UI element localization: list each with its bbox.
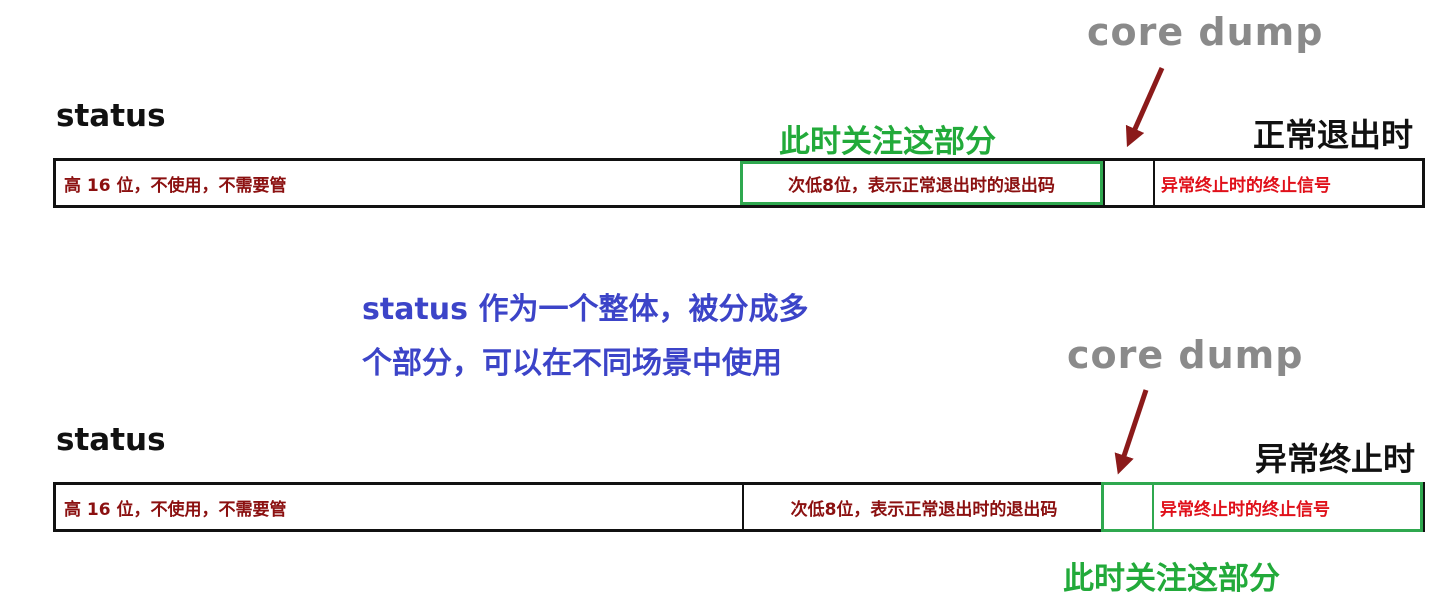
bottom-status-label: status — [56, 422, 166, 458]
bottom-focus-label: 此时关注这部分 — [1063, 561, 1280, 597]
bottom-segment-low8: 次低8位，表示正常退出时的退出码 — [742, 485, 1104, 529]
bottom-core-dump-label: core dump — [1067, 333, 1304, 377]
top-segment-low8: 次低8位，表示正常退出时的退出码 — [740, 161, 1103, 205]
description-line-1: status 作为一个整体，被分成多 — [362, 292, 809, 327]
bottom-focus-divider — [1152, 485, 1154, 529]
bottom-status-bar: 高 16 位，不使用，不需要管 次低8位，表示正常退出时的退出码 异常终止时的终… — [53, 482, 1425, 532]
bottom-segment-high16: 高 16 位，不使用，不需要管 — [56, 485, 742, 529]
bottom-segment-signal-text: 异常终止时的终止信号 — [1160, 499, 1330, 520]
top-focus-label: 此时关注这部分 — [779, 124, 996, 160]
top-status-label: status — [56, 98, 166, 134]
top-segment-core-dump-bit — [1103, 161, 1153, 205]
description-text: status 作为一个整体，被分成多 个部分，可以在不同场景中使用 — [362, 283, 808, 391]
bottom-core-dump-arrow — [1114, 389, 1149, 475]
bottom-focus-box: 异常终止时的终止信号 — [1101, 482, 1423, 532]
description-line-2: 个部分，可以在不同场景中使用 — [362, 346, 782, 381]
bottom-segment-high16-text: 高 16 位，不使用，不需要管 — [64, 499, 287, 520]
top-segment-signal: 异常终止时的终止信号 — [1153, 161, 1422, 205]
top-mode-label: 正常退出时 — [1253, 116, 1414, 154]
top-core-dump-label: core dump — [1087, 10, 1324, 54]
top-segment-low8-text: 次低8位，表示正常退出时的退出码 — [788, 175, 1055, 196]
top-segment-signal-text: 异常终止时的终止信号 — [1161, 175, 1331, 196]
bottom-mode-label: 异常终止时 — [1255, 440, 1416, 478]
top-status-bar: 高 16 位，不使用，不需要管 次低8位，表示正常退出时的退出码 异常终止时的终… — [53, 158, 1425, 208]
top-core-dump-arrow — [1125, 66, 1165, 148]
top-segment-high16: 高 16 位，不使用，不需要管 — [56, 161, 740, 205]
top-segment-high16-text: 高 16 位，不使用，不需要管 — [64, 175, 287, 196]
bottom-segment-low8-text: 次低8位，表示正常退出时的退出码 — [790, 499, 1058, 520]
